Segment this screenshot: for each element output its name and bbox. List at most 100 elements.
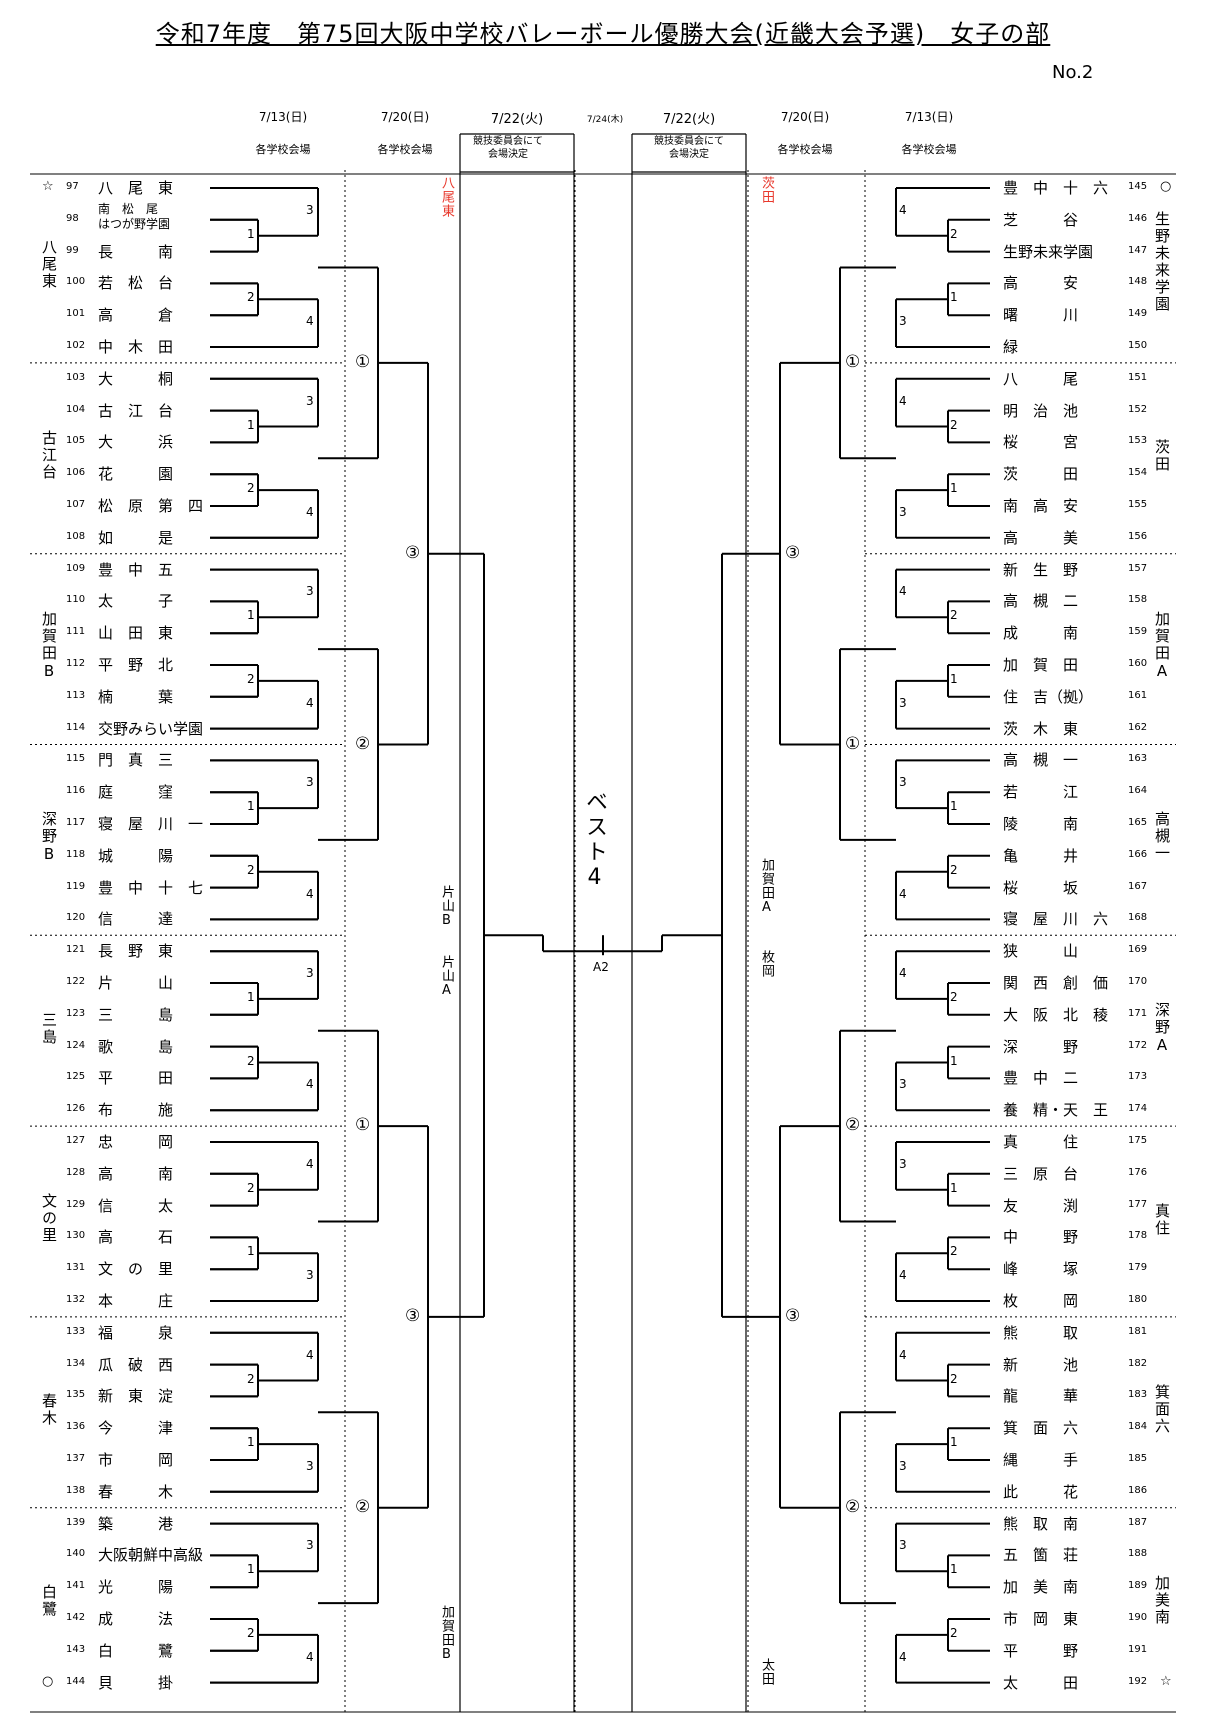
team-number: 118 <box>66 848 86 860</box>
column-label: 枚岡 <box>759 950 774 978</box>
team-name: 瓜 破 西 <box>98 1355 174 1374</box>
team-number: 147 <box>1128 244 1148 256</box>
team-name: 信 太 <box>98 1196 174 1215</box>
team-name: 熊 取 南 <box>1003 1514 1079 1533</box>
team-name: 豊 中 五 <box>98 560 174 579</box>
match-number: 2 <box>247 290 255 305</box>
group-label: 生野未来学園 <box>1153 210 1171 313</box>
match-number: 1 <box>247 1244 255 1259</box>
match-number: 2 <box>950 1244 958 1259</box>
team-number: 172 <box>1128 1039 1148 1051</box>
team-name: 春 木 <box>98 1482 174 1501</box>
team-number: 175 <box>1128 1135 1148 1146</box>
match-number: 4 <box>306 695 314 710</box>
team-number: 144 <box>66 1675 86 1687</box>
match-number: 1 <box>247 226 255 241</box>
match-number: 1 <box>950 1053 958 1068</box>
team-name: 交野みらい学園 <box>98 719 204 738</box>
team-number: 113 <box>66 689 86 701</box>
seed-mark: ☆ <box>1160 1673 1172 1689</box>
match-number: 3 <box>899 314 907 329</box>
team-name: 龍 華 <box>1003 1387 1079 1406</box>
team-number: 155 <box>1128 499 1148 510</box>
match-number: 2 <box>950 226 958 241</box>
team-name: 片 山 <box>98 974 174 992</box>
seed-mark: ○ <box>1160 179 1172 194</box>
team-number: 150 <box>1128 340 1148 351</box>
page-number: No.2 <box>1052 62 1094 83</box>
round2-number: ② <box>845 1496 861 1517</box>
team-number: 143 <box>66 1643 86 1655</box>
team-number: 157 <box>1128 562 1148 574</box>
match-number: 1 <box>950 290 958 305</box>
header-left-r2-date: 7/20(日) <box>380 110 430 124</box>
group-label: 三島 <box>40 1011 58 1046</box>
team-name: 太 田 <box>1003 1673 1079 1692</box>
team-name: 成 南 <box>1003 624 1079 643</box>
team-name: 新 池 <box>1003 1355 1079 1374</box>
team-name: 古 江 台 <box>98 401 174 420</box>
round3-number: ③ <box>405 1305 421 1326</box>
team-name: 八 尾 <box>1003 369 1079 388</box>
team-number: 154 <box>1128 467 1148 479</box>
match-number: 1 <box>950 1180 958 1195</box>
team-number: 145 <box>1128 181 1148 192</box>
team-number: 127 <box>66 1135 86 1146</box>
match-number: 2 <box>247 671 255 686</box>
header-left-r1-venue: 各学校会場 <box>255 143 311 156</box>
team-number: 130 <box>66 1230 86 1242</box>
team-name: 楠 葉 <box>98 687 174 706</box>
team-name: 文 の 里 <box>98 1260 174 1279</box>
team-number: 149 <box>1128 308 1148 320</box>
team-name: 養 精・天 王 <box>1003 1101 1109 1120</box>
team-name: 本 庄 <box>98 1292 174 1310</box>
team-number: 153 <box>1128 435 1148 447</box>
match-number: 2 <box>247 1053 255 1068</box>
group-label: 加美南 <box>1153 1574 1171 1626</box>
match-number: 2 <box>950 1371 958 1386</box>
team-number: 120 <box>66 912 86 924</box>
team-number: 182 <box>1128 1357 1148 1369</box>
round2-number: ① <box>845 351 861 372</box>
team-number: 117 <box>66 817 86 828</box>
round2-number: ① <box>355 351 371 372</box>
header-right-r1-venue: 各学校会場 <box>901 143 957 156</box>
column-label: 片山B <box>439 885 454 929</box>
round2-number: ② <box>355 733 371 754</box>
team-name: 茨 木 東 <box>1003 719 1079 738</box>
team-name: 太 子 <box>98 592 174 611</box>
match-number: 3 <box>899 695 907 710</box>
best4-label: ベスト4 <box>582 790 607 893</box>
team-number: 160 <box>1128 658 1148 669</box>
team-number: 164 <box>1128 785 1148 797</box>
round2-number: ① <box>355 1115 371 1136</box>
team-name: 中 野 <box>1003 1228 1079 1247</box>
team-name: 布 施 <box>98 1101 174 1120</box>
team-number: 156 <box>1128 530 1148 542</box>
team-name: 桜 坂 <box>1003 878 1079 897</box>
group-label: 加賀田A <box>1153 611 1171 683</box>
team-name: 信 達 <box>98 910 174 929</box>
team-number: 158 <box>1128 594 1148 606</box>
team-number: 104 <box>66 403 86 415</box>
team-number: 188 <box>1128 1548 1148 1560</box>
match-number: 1 <box>247 1435 255 1450</box>
team-number: 183 <box>1128 1389 1148 1401</box>
team-name: 狭 山 <box>1003 942 1079 961</box>
header-right-r2-venue: 各学校会場 <box>777 143 833 156</box>
match-number: 1 <box>247 799 255 814</box>
team-name: 寝 屋 川 一 <box>98 815 204 833</box>
match-number: 4 <box>306 1649 314 1664</box>
team-name: 峰 塚 <box>1003 1260 1079 1279</box>
match-number: 2 <box>950 862 958 877</box>
team-number: 110 <box>66 594 86 606</box>
match-number: 3 <box>899 1458 907 1473</box>
match-number: 3 <box>306 966 314 981</box>
team-number: 171 <box>1128 1007 1148 1019</box>
team-name: 松 原 第 四 <box>98 497 204 515</box>
team-number: 131 <box>66 1262 86 1274</box>
match-number: 3 <box>899 1156 907 1171</box>
match-number: 2 <box>950 417 958 432</box>
team-name: 南 高 安 <box>1003 497 1079 515</box>
